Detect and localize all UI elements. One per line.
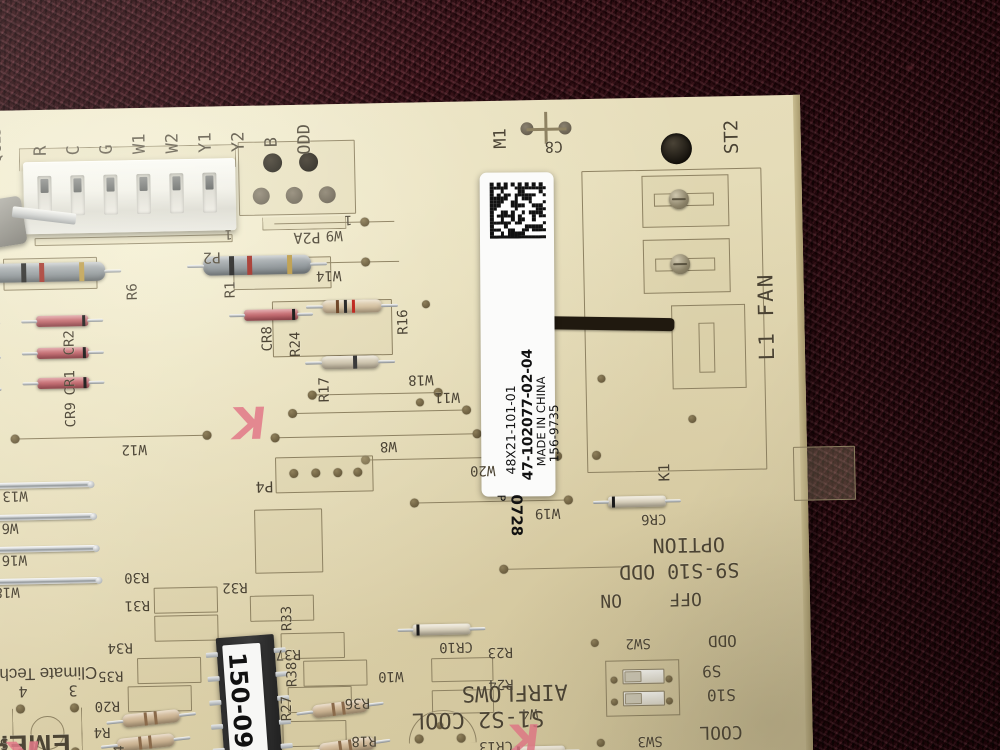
- ref-SW2: SW2: [625, 634, 651, 652]
- brand-name: EMERSON: [0, 728, 72, 750]
- ref-R25: R23: [487, 643, 514, 661]
- ref-R33: R33: [278, 605, 296, 632]
- ref-P2A-pin1: 1: [344, 211, 353, 227]
- ref-W12: W18: [0, 583, 20, 601]
- terminal-label-R: R: [30, 145, 51, 157]
- ref-W7: W10: [377, 667, 404, 685]
- ref-CR13: CR13: [478, 737, 513, 750]
- ref-W19: W19: [534, 504, 561, 522]
- ref-W10: W13: [2, 487, 28, 504]
- ref-R31: R31: [124, 596, 151, 614]
- silkscreen-layer: R C G W1 W2 Y1 Y2 B ODD QC15 P2 1 P2A 1 …: [0, 95, 813, 750]
- ref-QC15: QC15: [0, 126, 6, 164]
- ref-CR8: CR8: [259, 326, 276, 352]
- ref-R17: R17: [316, 376, 333, 403]
- ref-R4: R4: [93, 723, 111, 741]
- ref-W16: W18: [408, 371, 434, 388]
- ref-SW1: SW1: [0, 734, 9, 750]
- terminal-label-W2: W2: [162, 132, 183, 154]
- ref-R35: R35: [97, 667, 124, 684]
- ref-R16: R16: [395, 309, 412, 335]
- ref-K1: K1: [655, 463, 674, 482]
- ref-P4: P4: [255, 477, 274, 496]
- silk-s9-s10-odd: S9-S10 ODD: [618, 558, 740, 585]
- ref-R18: R18: [351, 732, 377, 749]
- silk-odd: ODD: [707, 631, 737, 651]
- silk-option: OPTION: [652, 532, 726, 558]
- silk-airflows: AIRFLOWS: [461, 678, 568, 706]
- ref-R14: R14: [112, 745, 129, 750]
- terminal-label-Y2: Y2: [228, 131, 249, 153]
- ref-L1-FAN: L1 FAN: [753, 272, 780, 361]
- ref-W20: W20: [469, 461, 496, 479]
- terminal-label-G: G: [96, 144, 117, 155]
- ref-W6: W6: [1, 519, 19, 536]
- terminal-label-Y1: Y1: [195, 131, 216, 153]
- ref-W11: W11: [434, 388, 460, 406]
- ref-R36: R36: [344, 694, 371, 711]
- silk-on: ON: [600, 589, 623, 611]
- silk-cool-airflows: S1-S2 COOL: [411, 704, 545, 733]
- ref-CR6: CR6: [640, 510, 667, 528]
- ref-SW3: SW3: [637, 732, 663, 750]
- ref-CR9: CR9: [62, 401, 80, 428]
- ref-C8: C8: [544, 137, 563, 156]
- terminal-label-B: B: [261, 136, 282, 148]
- ref-W14: W14: [315, 266, 342, 284]
- ref-M1: M1: [490, 128, 511, 149]
- sw1-pin-4: 4: [18, 682, 28, 701]
- terminal-label-W1: W1: [129, 133, 150, 155]
- ref-R1: R1: [222, 281, 239, 299]
- ref-R32: R32: [222, 578, 248, 596]
- circuit-board: 150-0948 48X21-101-01 47-102077-02-04 MA…: [0, 94, 856, 750]
- terminal-label-C: C: [63, 144, 84, 156]
- ref-R5: R6: [124, 283, 141, 301]
- ref-R37: R38: [284, 661, 301, 688]
- ref-CR2: CR2: [61, 329, 78, 356]
- ref-W13: W16: [1, 551, 28, 568]
- ref-R27: R27: [278, 695, 296, 722]
- sw1-pin-3: 3: [68, 681, 78, 700]
- ref-CR10: CR10: [438, 638, 473, 656]
- ref-CR1: CR1: [62, 369, 79, 396]
- dip-label-S9: S9: [701, 661, 722, 681]
- ref-R23: R20: [94, 697, 121, 715]
- ref-W8: W8: [379, 437, 397, 455]
- terminal-label-ODD: ODD: [294, 123, 315, 155]
- silk-off: OFF: [669, 587, 703, 610]
- ref-R34: R34: [107, 639, 133, 656]
- dip-label-S10: S10: [706, 685, 737, 705]
- brand-tagline: Climate Tech: [0, 662, 98, 684]
- ref-R38: R37: [275, 645, 302, 663]
- ref-P2-pin1: 1: [224, 226, 233, 242]
- ref-W18: W12: [121, 440, 147, 458]
- ref-P2A: P2A: [293, 228, 321, 247]
- ref-P2: P2: [202, 248, 222, 267]
- ref-R30: R30: [123, 568, 150, 586]
- ref-ST2: ST2: [720, 119, 744, 155]
- ref-R24: R24: [287, 331, 304, 358]
- ref-W9: W9: [325, 226, 343, 244]
- silk-cool: COOL: [699, 721, 743, 743]
